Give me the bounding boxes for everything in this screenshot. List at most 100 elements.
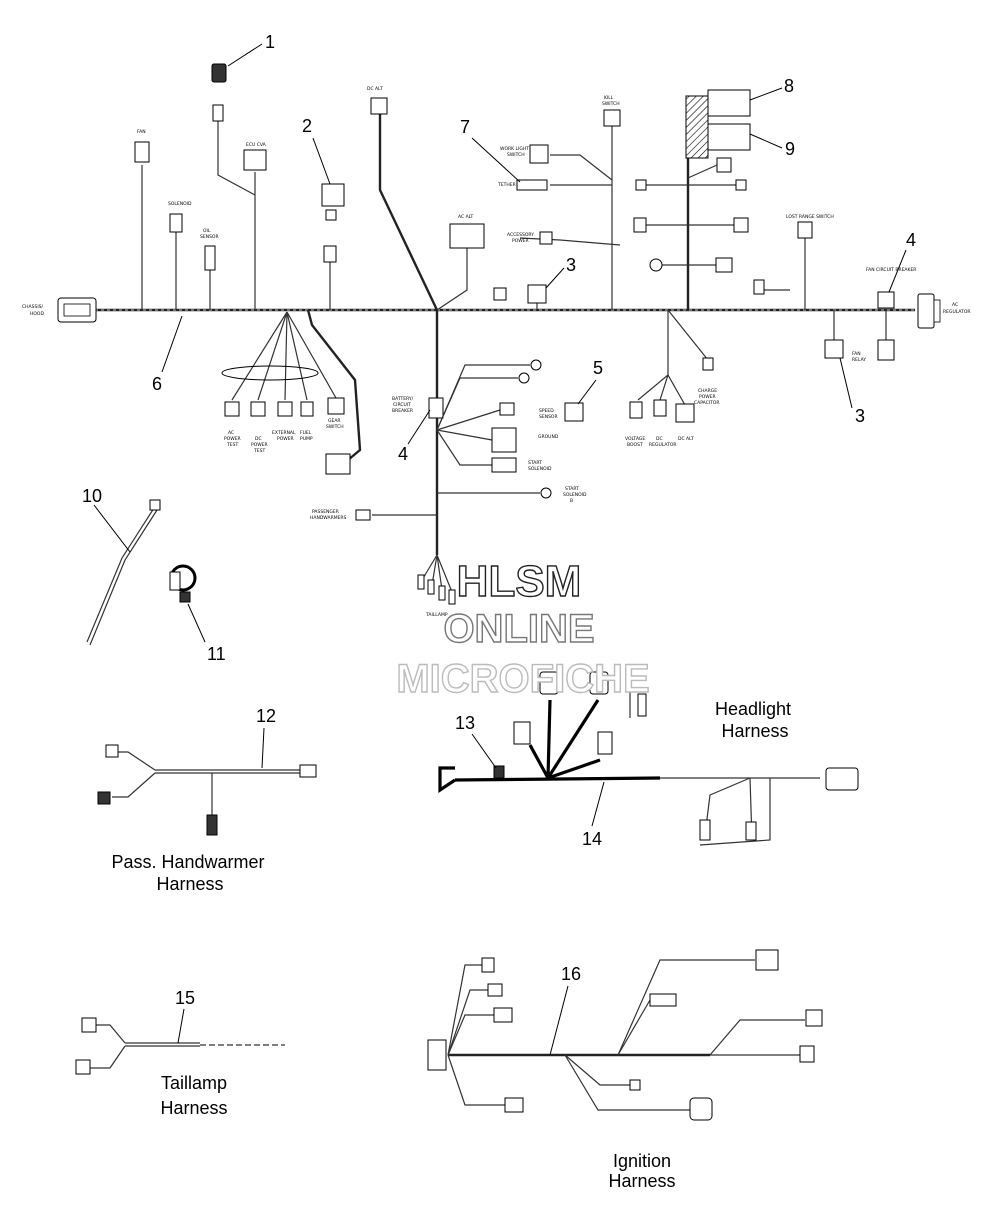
loop-branch (306, 309, 362, 461)
chassis-hood-label: CHASSIS/ (22, 304, 44, 310)
voltage-boost-label-2: BOOST (627, 442, 643, 448)
handwarmer-plug-right (299, 764, 317, 778)
taillamp-harness (75, 1017, 285, 1075)
ignition-wire-3 (447, 1014, 495, 1056)
taillamp-pin-4 (448, 589, 456, 605)
battery-breaker-label: BATTERY/ (392, 396, 414, 402)
callout-9: 9 (785, 139, 795, 159)
handwarmer-plug-bottom (97, 791, 111, 805)
callout-6: 6 (152, 374, 162, 394)
ground-wire (436, 429, 493, 441)
solenoid-connector (169, 213, 183, 233)
chassis-hood-label-2: HOOD (30, 311, 44, 317)
hatched-block (685, 95, 709, 159)
callout-13: 13 (455, 713, 475, 733)
cable-tie-group (86, 499, 197, 646)
ecu-cva-label: ECU CVA (246, 142, 267, 148)
ac-alt-branch (436, 248, 468, 311)
fan-relay-label-2: RELAY (852, 357, 866, 363)
solenoid-label: SOLENOID (168, 201, 192, 207)
ignition-wire-1 (447, 964, 485, 1056)
crosswire-plug-left (635, 179, 647, 191)
fuel-pump-connector (300, 401, 314, 417)
speed-sensor-label: SPEED (539, 408, 554, 414)
lost-range-switch-connector (797, 221, 813, 239)
start-solenoid-connector (491, 457, 517, 473)
passenger-handwarmers-label-2: HANDWARMERS (310, 515, 347, 521)
taillamp-branch-top (96, 1024, 126, 1044)
start-solenoid-b-label: START (565, 486, 579, 492)
charge-capacitor (702, 357, 714, 371)
crosswire-3-plug-right (715, 257, 733, 273)
ignition-plug-5 (629, 1079, 641, 1091)
work-light-wire (550, 154, 613, 181)
speed-sensor-plug (499, 402, 515, 416)
loop-connector (325, 453, 351, 475)
item8-connector (707, 89, 751, 117)
crosswire-top-plug (716, 157, 732, 173)
headlight-side-wire-2 (547, 758, 601, 780)
fan-circuit-breaker-label: FAN CIRCUIT BREAKER (866, 267, 916, 273)
accessory-power-wire (519, 237, 621, 246)
callout-12: 12 (256, 706, 276, 726)
lost-range-label: LOST RANGE SWITCH (786, 214, 834, 220)
handwarmer-branch-top (115, 751, 156, 771)
headlight-title-line1: Headlight (715, 699, 791, 719)
taillamp-small-label: TAILLAMP (425, 612, 448, 618)
crosswire-top (687, 164, 718, 179)
crosswire-3-plug (649, 258, 663, 272)
headlight-bulb-2 (589, 671, 609, 695)
voltage-boost-label: VOLTAGE (625, 436, 645, 442)
watermark-line3: MICROFICHE (396, 657, 649, 701)
callout-10: 10 (82, 486, 102, 506)
callout-14: 14 (582, 829, 602, 849)
charge-capacitor-branch (667, 309, 709, 361)
kill-switch-connector (603, 109, 621, 127)
headlight-pigtail-end (637, 693, 647, 717)
callout-3b: 3 (855, 406, 865, 426)
taillamp-plug-bottom (75, 1059, 91, 1075)
dc-regulator-label-2: REGULATOR (649, 442, 677, 448)
ground-label: GROUND (538, 434, 559, 440)
ignition-wire-4 (447, 1054, 505, 1106)
gear-switch-label: GEAR (328, 418, 341, 424)
clamp-11-foot (179, 591, 191, 603)
charge-capacitor-label-3: CAPACITOR (694, 400, 720, 406)
ignition-title-line1: Ignition (613, 1151, 671, 1171)
dc-power-test-connector (250, 401, 266, 417)
ignition-plug-6 (689, 1097, 713, 1121)
headlight-left-loop (438, 766, 456, 793)
headlight-main-connector (825, 767, 859, 791)
ignition-plug-1 (481, 957, 495, 973)
headlight-socket (513, 721, 531, 745)
crosswire-plug-right (735, 179, 747, 191)
watermark-line1: HLSM (457, 557, 582, 606)
item2-plug (323, 245, 337, 263)
callout-3a: 3 (566, 255, 576, 275)
oil-sensor-label: OIL (203, 228, 211, 234)
passenger-handwarmers-label: PASSENGER (312, 509, 339, 515)
callout-2: 2 (302, 116, 312, 136)
callout-15: 15 (175, 988, 195, 1008)
work-light-switch-connector (529, 144, 549, 164)
item13-connector (493, 765, 505, 779)
ac-alt-connector (449, 223, 485, 249)
item5-connector (564, 402, 584, 422)
dc-alt-connector (370, 97, 388, 115)
capacitor-fanout (637, 374, 686, 406)
ignition-title-line2: Harness (608, 1171, 675, 1191)
headlight-side-wire (528, 744, 550, 779)
dc-regulator-connector (653, 399, 667, 417)
crosswire-2-plug-left (633, 217, 647, 233)
handwarmer-plug-down (206, 814, 218, 836)
ring-terminal-1 (530, 359, 542, 371)
ignition-wire-9 (709, 1019, 805, 1056)
item9-connector (707, 123, 751, 151)
tether-label: TETHER (497, 182, 516, 188)
callout-1: 1 (265, 32, 275, 52)
test-connectors-fanout (231, 311, 337, 401)
ignition-plug-9 (805, 1009, 823, 1027)
fuel-pump-label-2: PUMP (300, 436, 313, 442)
dc-power-test-label: DC (255, 436, 262, 442)
